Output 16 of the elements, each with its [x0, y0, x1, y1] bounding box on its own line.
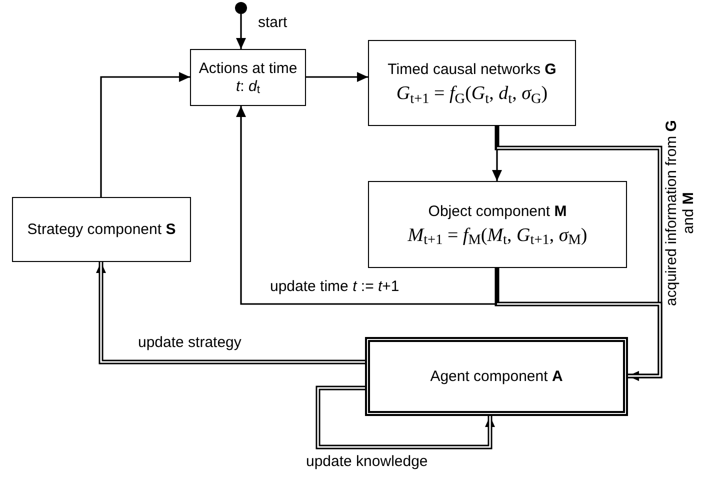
- box-title: Timed causal networks G: [388, 61, 556, 79]
- box-title: Strategy component S: [27, 220, 176, 238]
- process-box: [12, 197, 191, 262]
- box-title: Actions at time t: d$_{t}$: [198, 60, 298, 96]
- process-box: [368, 181, 627, 268]
- process-box: [368, 40, 576, 126]
- box-title: Agent component A: [430, 368, 563, 386]
- edge-label: update strategy: [138, 333, 242, 353]
- formula: M$_{t+1}$ = f$_{M}$(M$_{t}$, G$_{t+1}$, σ$_{M}$): [408, 224, 588, 246]
- process-box: [365, 337, 628, 416]
- formula: G$_{t+1}$ = f$_{G}$(G$_{t}$, d$_{t}$, σ$_{G}$): [396, 83, 548, 105]
- box-title: Object component M: [428, 202, 567, 220]
- process-box: [190, 49, 306, 106]
- start-label: start: [258, 13, 288, 33]
- edge-label: update time t := t+1: [270, 277, 400, 297]
- edge-label: update knowledge: [306, 452, 428, 472]
